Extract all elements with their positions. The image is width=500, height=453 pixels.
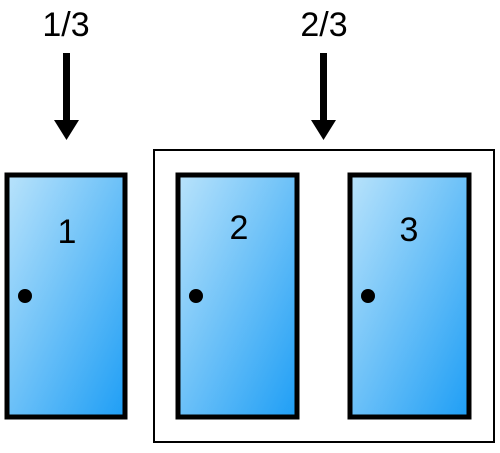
group-box (153, 149, 495, 443)
door-3[interactable]: 3 (347, 172, 472, 420)
door-knob-icon (18, 289, 32, 303)
door-number: 1 (58, 213, 77, 251)
door-panel (347, 172, 472, 420)
down-arrow-right (311, 53, 336, 140)
door-number: 2 (230, 209, 249, 247)
door-number: 3 (400, 211, 419, 249)
door-1[interactable]: 1 (4, 172, 128, 420)
door-knob-icon (189, 289, 203, 303)
fraction-label-left: 1/3 (42, 6, 89, 44)
door-2[interactable]: 2 (175, 172, 300, 420)
door-knob-icon (361, 289, 375, 303)
down-arrow-left (54, 53, 79, 140)
fraction-label-right: 2/3 (300, 6, 347, 44)
